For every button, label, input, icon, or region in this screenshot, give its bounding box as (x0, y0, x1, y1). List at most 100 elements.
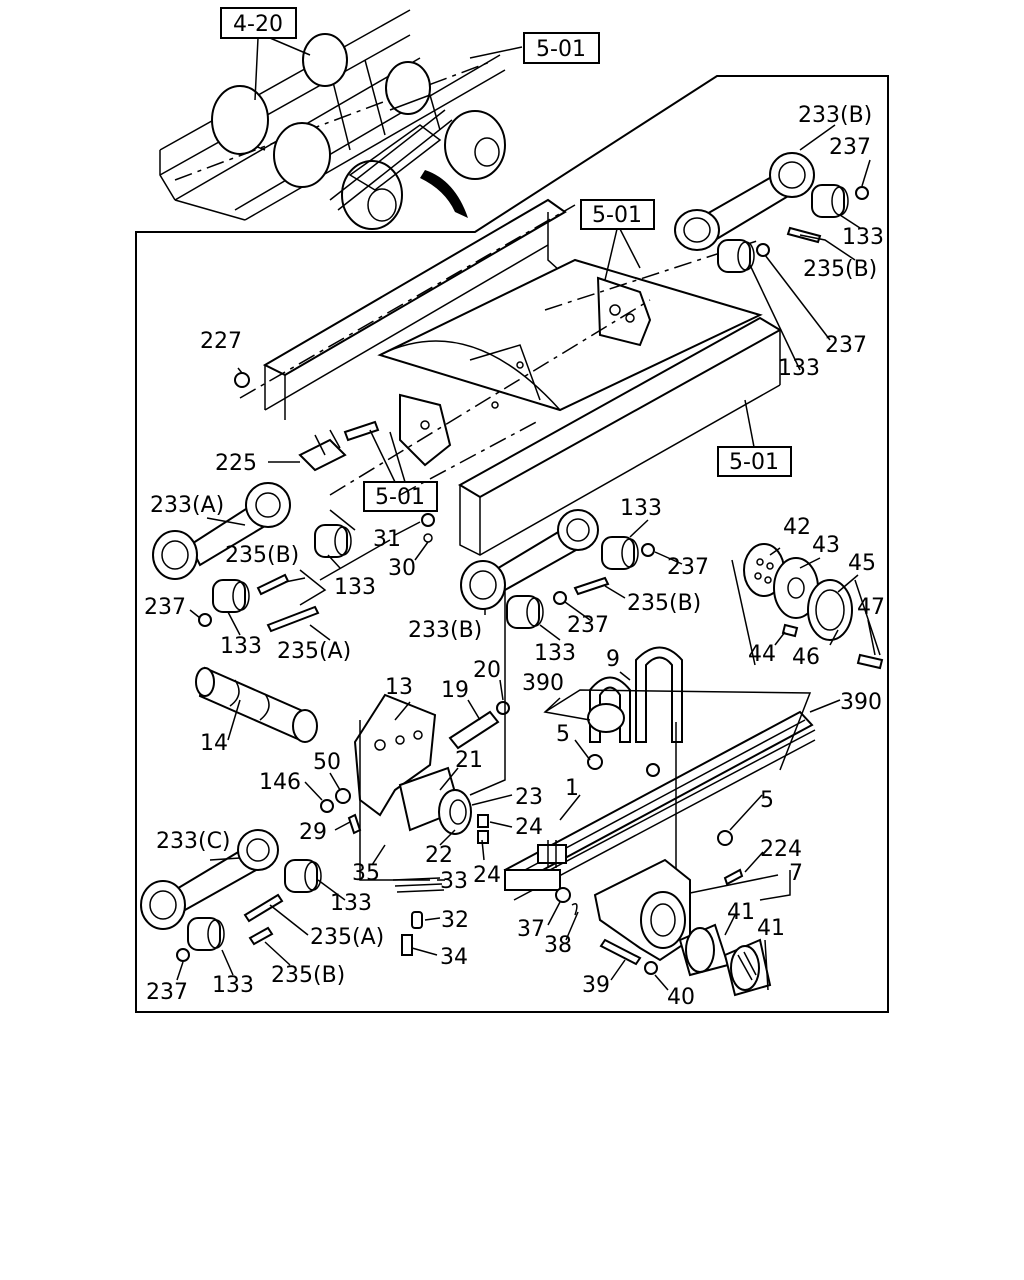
bolt-235b-left (256, 573, 290, 596)
nut-5-l (587, 754, 603, 770)
bolt-235b-r (573, 576, 610, 596)
bushing-133-top (811, 184, 849, 218)
bushing-133-low (284, 859, 322, 893)
bushing-133-mid2 (506, 595, 544, 629)
callout: 41 (727, 900, 755, 925)
callout: 5 (760, 788, 774, 813)
callout: 40 (667, 985, 695, 1010)
bolt-235b-top (786, 226, 822, 244)
callout: 233(A) (150, 493, 224, 518)
callout: 237 (829, 135, 871, 160)
nut-center (646, 763, 660, 777)
callout: 31 (373, 527, 401, 552)
torque-rod-233a (152, 482, 291, 580)
callout: 133 (842, 225, 884, 250)
callout: 50 (313, 750, 341, 775)
nut-31 (421, 513, 435, 527)
bracket-upper (596, 276, 652, 347)
nut-237-mid2 (553, 591, 567, 605)
bolt-235b-low (248, 926, 274, 946)
callout: 22 (425, 843, 453, 868)
bushing-41-b (723, 938, 772, 997)
nut-5-r (717, 830, 733, 846)
ref-box-5-01-top[interactable]: 5-01 (523, 32, 600, 64)
leaf-spring-1 (503, 710, 816, 901)
ref-label: 5-01 (592, 203, 642, 228)
callout: 235(B) (803, 257, 877, 282)
fitting-224 (723, 868, 744, 886)
callout: 390 (840, 690, 882, 715)
callout: 133 (220, 634, 262, 659)
callout: 5 (556, 722, 570, 747)
callout: 133 (330, 891, 372, 916)
ref-box-5-01-c[interactable]: 5-01 (363, 429, 438, 512)
nut-40 (644, 961, 658, 975)
bushing-133-left-a (314, 524, 352, 558)
ref-label: 4-20 (233, 12, 283, 37)
callout: 224 (760, 837, 802, 862)
nut-146 (320, 799, 334, 813)
ref-label: 5-01 (536, 37, 586, 62)
callout: 46 (792, 645, 820, 670)
callout: 237 (667, 555, 709, 580)
callout: 146 (259, 770, 301, 795)
callout: 235(B) (627, 591, 701, 616)
trunnion-shaft-14 (195, 666, 318, 743)
callout: 133 (534, 641, 576, 666)
bolt-44 (781, 623, 799, 638)
callout: 24 (473, 863, 501, 888)
bracket-lower (399, 393, 452, 467)
ref-label: 5-01 (729, 450, 779, 475)
callout: 7 (789, 861, 803, 886)
callout: 1 (565, 776, 579, 801)
bolt-29 (347, 813, 362, 835)
callout: 133 (334, 575, 376, 600)
bolt-235a-left (266, 605, 320, 633)
callout: 237 (825, 333, 867, 358)
callout: 9 (606, 647, 620, 672)
callout: 38 (544, 933, 572, 958)
pin-38 (571, 903, 578, 916)
callout: 237 (567, 613, 609, 638)
callout: 133 (620, 496, 662, 521)
ref-label: 5-01 (375, 485, 425, 510)
pin-32 (411, 911, 423, 929)
callout: 227 (200, 329, 242, 354)
callout: 235(B) (225, 543, 299, 568)
part-20 (496, 701, 510, 715)
callout: 43 (812, 533, 840, 558)
callout: 30 (388, 556, 416, 581)
bushing-133-mid (717, 239, 755, 273)
callout: 233(B) (798, 103, 872, 128)
callout: 225 (215, 451, 257, 476)
callout: 235(A) (277, 639, 351, 664)
torque-rod-233b-mid (460, 509, 599, 610)
callout: 35 (352, 861, 380, 886)
callout: 45 (848, 551, 876, 576)
bushing-133-left-b (212, 579, 250, 613)
callout: 44 (748, 642, 776, 667)
callout: 19 (441, 678, 469, 703)
hanger-7 (593, 858, 691, 962)
callout: 235(B) (271, 963, 345, 988)
nut-237-mid (756, 243, 770, 257)
callout: 235(A) (310, 925, 384, 950)
callout: 237 (144, 595, 186, 620)
callouts: 233(B) 237 133 235(B) 237 133 227 225 23… (144, 103, 885, 1010)
ref-box-4-20[interactable]: 4-20 (220, 7, 297, 39)
callout: 37 (517, 917, 545, 942)
ref-box-5-01-b[interactable]: 5-01 (717, 399, 792, 477)
bracket-13 (353, 693, 437, 817)
collar-23 (438, 789, 472, 835)
leader-lines (176, 124, 881, 991)
pin-19 (448, 710, 500, 750)
bushing-133-r (601, 536, 639, 570)
callout: 133 (212, 973, 254, 998)
callout: 14 (200, 731, 228, 756)
key-24b (477, 830, 489, 844)
bolt-235a-low (243, 893, 284, 923)
ref-box-5-01-a[interactable]: 5-01 (580, 199, 655, 281)
callout: 34 (440, 945, 468, 970)
callout: 133 (778, 356, 820, 381)
callout: 32 (441, 908, 469, 933)
